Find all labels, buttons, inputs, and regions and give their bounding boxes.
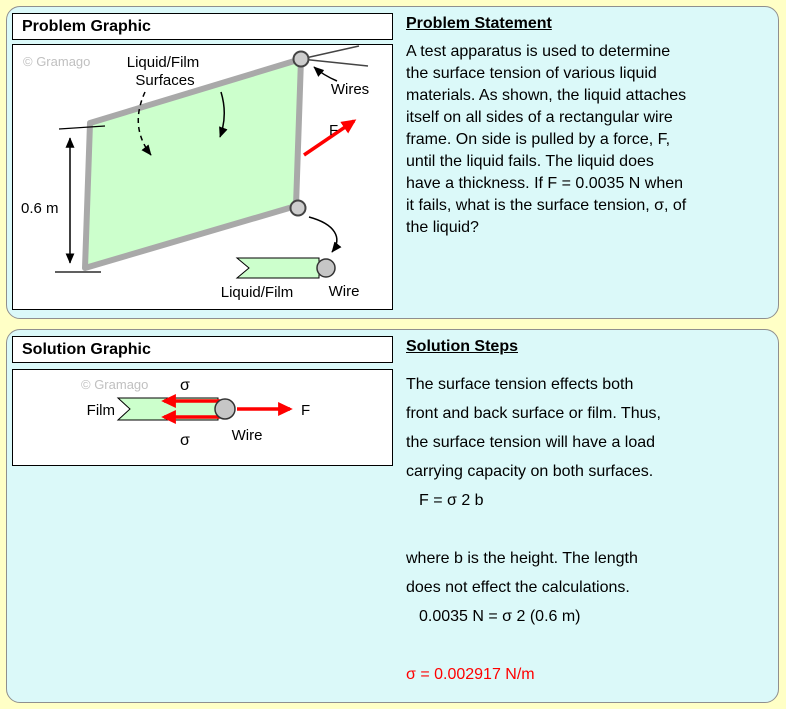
sigma-label-bottom: σ [180, 432, 190, 449]
surfaces-pointer-arrow [219, 91, 228, 138]
statement-line: materials. As shown, the liquid attaches [406, 87, 687, 104]
steps-line: front and back surface or film. Thus, [406, 405, 661, 422]
steps-line: carrying capacity on both surfaces. [406, 463, 654, 480]
force-arrow [303, 119, 357, 157]
statement-line: itself on all sides of a rectangular wir… [406, 109, 673, 126]
solution-panel: Solution Graphic © Gramago Film σ σ F [6, 329, 779, 703]
film-label: Film [87, 402, 115, 419]
problem-diagram-box: © Gramago Liquid/Film Surfaces Wires F [12, 44, 393, 310]
force-label: F [301, 402, 310, 419]
wires-label: Wires [331, 81, 369, 98]
wire-frame-with-film [82, 56, 304, 271]
wire-end-line-bottom [300, 58, 369, 67]
solution-steps-section: Solution Steps The surface tension effec… [406, 338, 781, 689]
spacer [406, 515, 781, 544]
statement-line: until the liquid fails. The liquid does [406, 153, 654, 170]
wire-loop-bottom [289, 199, 307, 217]
formula-substituted: 0.0035 N = σ 2 (0.6 m) [419, 608, 581, 625]
wire-label: Wire [232, 427, 263, 444]
formula-surface-tension: F = σ 2 b [419, 492, 484, 509]
statement-line: it fails, what is the surface tension, σ… [406, 197, 687, 214]
statement-line: the liquid? [406, 219, 479, 236]
wire-label: Wire [329, 283, 360, 300]
problem-graphic-header: Problem Graphic [12, 13, 393, 40]
wire-loop-top [292, 50, 310, 68]
solution-diagram: © Gramago Film σ σ F Wire [81, 377, 310, 449]
problem-graphic-title: Problem Graphic [22, 18, 151, 35]
problem-statement-title: Problem Statement [406, 15, 552, 32]
solution-graphic-title: Solution Graphic [22, 341, 151, 358]
spacer [406, 631, 781, 660]
statement-line: A test apparatus is used to determine [406, 43, 671, 60]
wire-cross-section [316, 258, 336, 278]
steps-line: does not effect the calculations. [406, 579, 630, 596]
height-label: 0.6 m [21, 200, 59, 217]
problem-diagram: © Gramago Liquid/Film Surfaces Wires F [21, 45, 369, 301]
surfaces-label-line2: Surfaces [135, 72, 194, 89]
steps-line: the surface tension will have a load [406, 434, 656, 451]
force-label: F [329, 122, 338, 139]
dimension-tick-top [58, 125, 106, 130]
problem-statement-section: Problem Statement A test apparatus is us… [406, 15, 781, 239]
wire-cross-section-pointer-arrow [308, 216, 342, 253]
film-strip-label: Liquid/Film [221, 284, 294, 301]
statement-line: the surface tension of various liquid [406, 65, 657, 82]
solution-steps-title: Solution Steps [406, 338, 518, 355]
statement-line: have a thickness. If F = 0.0035 N when [406, 175, 684, 192]
surfaces-label-line1: Liquid/Film [127, 54, 200, 71]
solution-diagram-box: © Gramago Film σ σ F Wire [12, 369, 393, 466]
gramago-watermark: © Gramago [23, 54, 90, 69]
sigma-label-top: σ [180, 377, 190, 394]
result-value: σ = 0.002917 N/m [406, 666, 535, 683]
gramago-watermark: © Gramago [81, 377, 148, 392]
solution-graphic-header: Solution Graphic [12, 336, 393, 363]
wire-end-line-top [300, 45, 360, 60]
steps-line: where b is the height. The length [406, 550, 638, 567]
wire-cross-section [214, 398, 236, 420]
film-strip [235, 257, 320, 279]
statement-line: frame. On side is pulled by a force, F, [406, 131, 671, 148]
problem-panel: Problem Graphic © Gramago Liquid/Fil [6, 6, 779, 319]
wires-pointer-arrow [313, 66, 338, 82]
steps-line: The surface tension effects both [406, 376, 634, 393]
